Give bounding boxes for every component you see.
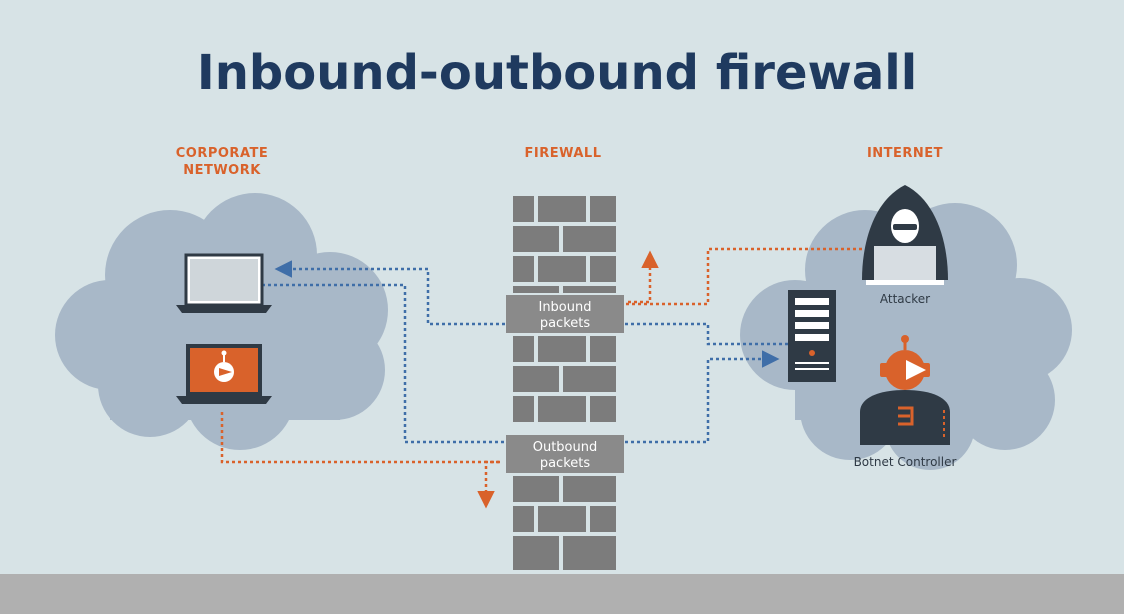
inbound-allowed-flow-right: [625, 322, 790, 346]
inbound-packets-label-line1: Inbound: [538, 300, 591, 315]
ground: [0, 574, 1124, 614]
corporate-network-cloud: [55, 193, 388, 450]
robot-botnet-icon: [860, 335, 950, 445]
inbound-allowed-flow: [274, 260, 505, 326]
server-icon: [788, 290, 836, 382]
firewall-label: FIREWALL: [525, 146, 602, 161]
internet-label: INTERNET: [867, 146, 943, 161]
corporate-network-label-line1: CORPORATE: [176, 146, 269, 161]
attacker-inbound-flow: [625, 247, 862, 306]
infected-laptop-icon: [176, 344, 272, 404]
outbound-packets-label-line1: Outbound: [533, 440, 598, 455]
outbound-packets-label-line2: packets: [540, 456, 591, 471]
outbound-packets-box: Outbound packets: [504, 433, 626, 475]
corporate-network-label-line2: NETWORK: [183, 163, 261, 178]
hooded-attacker-icon: [862, 185, 948, 285]
inbound-blocked-flow: [628, 250, 659, 304]
laptop-icon: [176, 253, 272, 313]
firewall-wall: [509, 192, 620, 574]
outbound-allowed-flow-left: [262, 283, 505, 444]
inbound-packets-box: Inbound packets: [504, 293, 626, 335]
attacker-label: Attacker: [880, 292, 930, 306]
outbound-allowed-flow-right: [625, 350, 780, 444]
page-title: Inbound-outbound firewall: [197, 45, 917, 101]
infected-outbound-flow: [220, 412, 500, 464]
inbound-packets-label-line2: packets: [540, 316, 591, 331]
outbound-blocked-flow: [477, 460, 500, 509]
botnet-controller-label: Botnet Controller: [854, 455, 957, 469]
